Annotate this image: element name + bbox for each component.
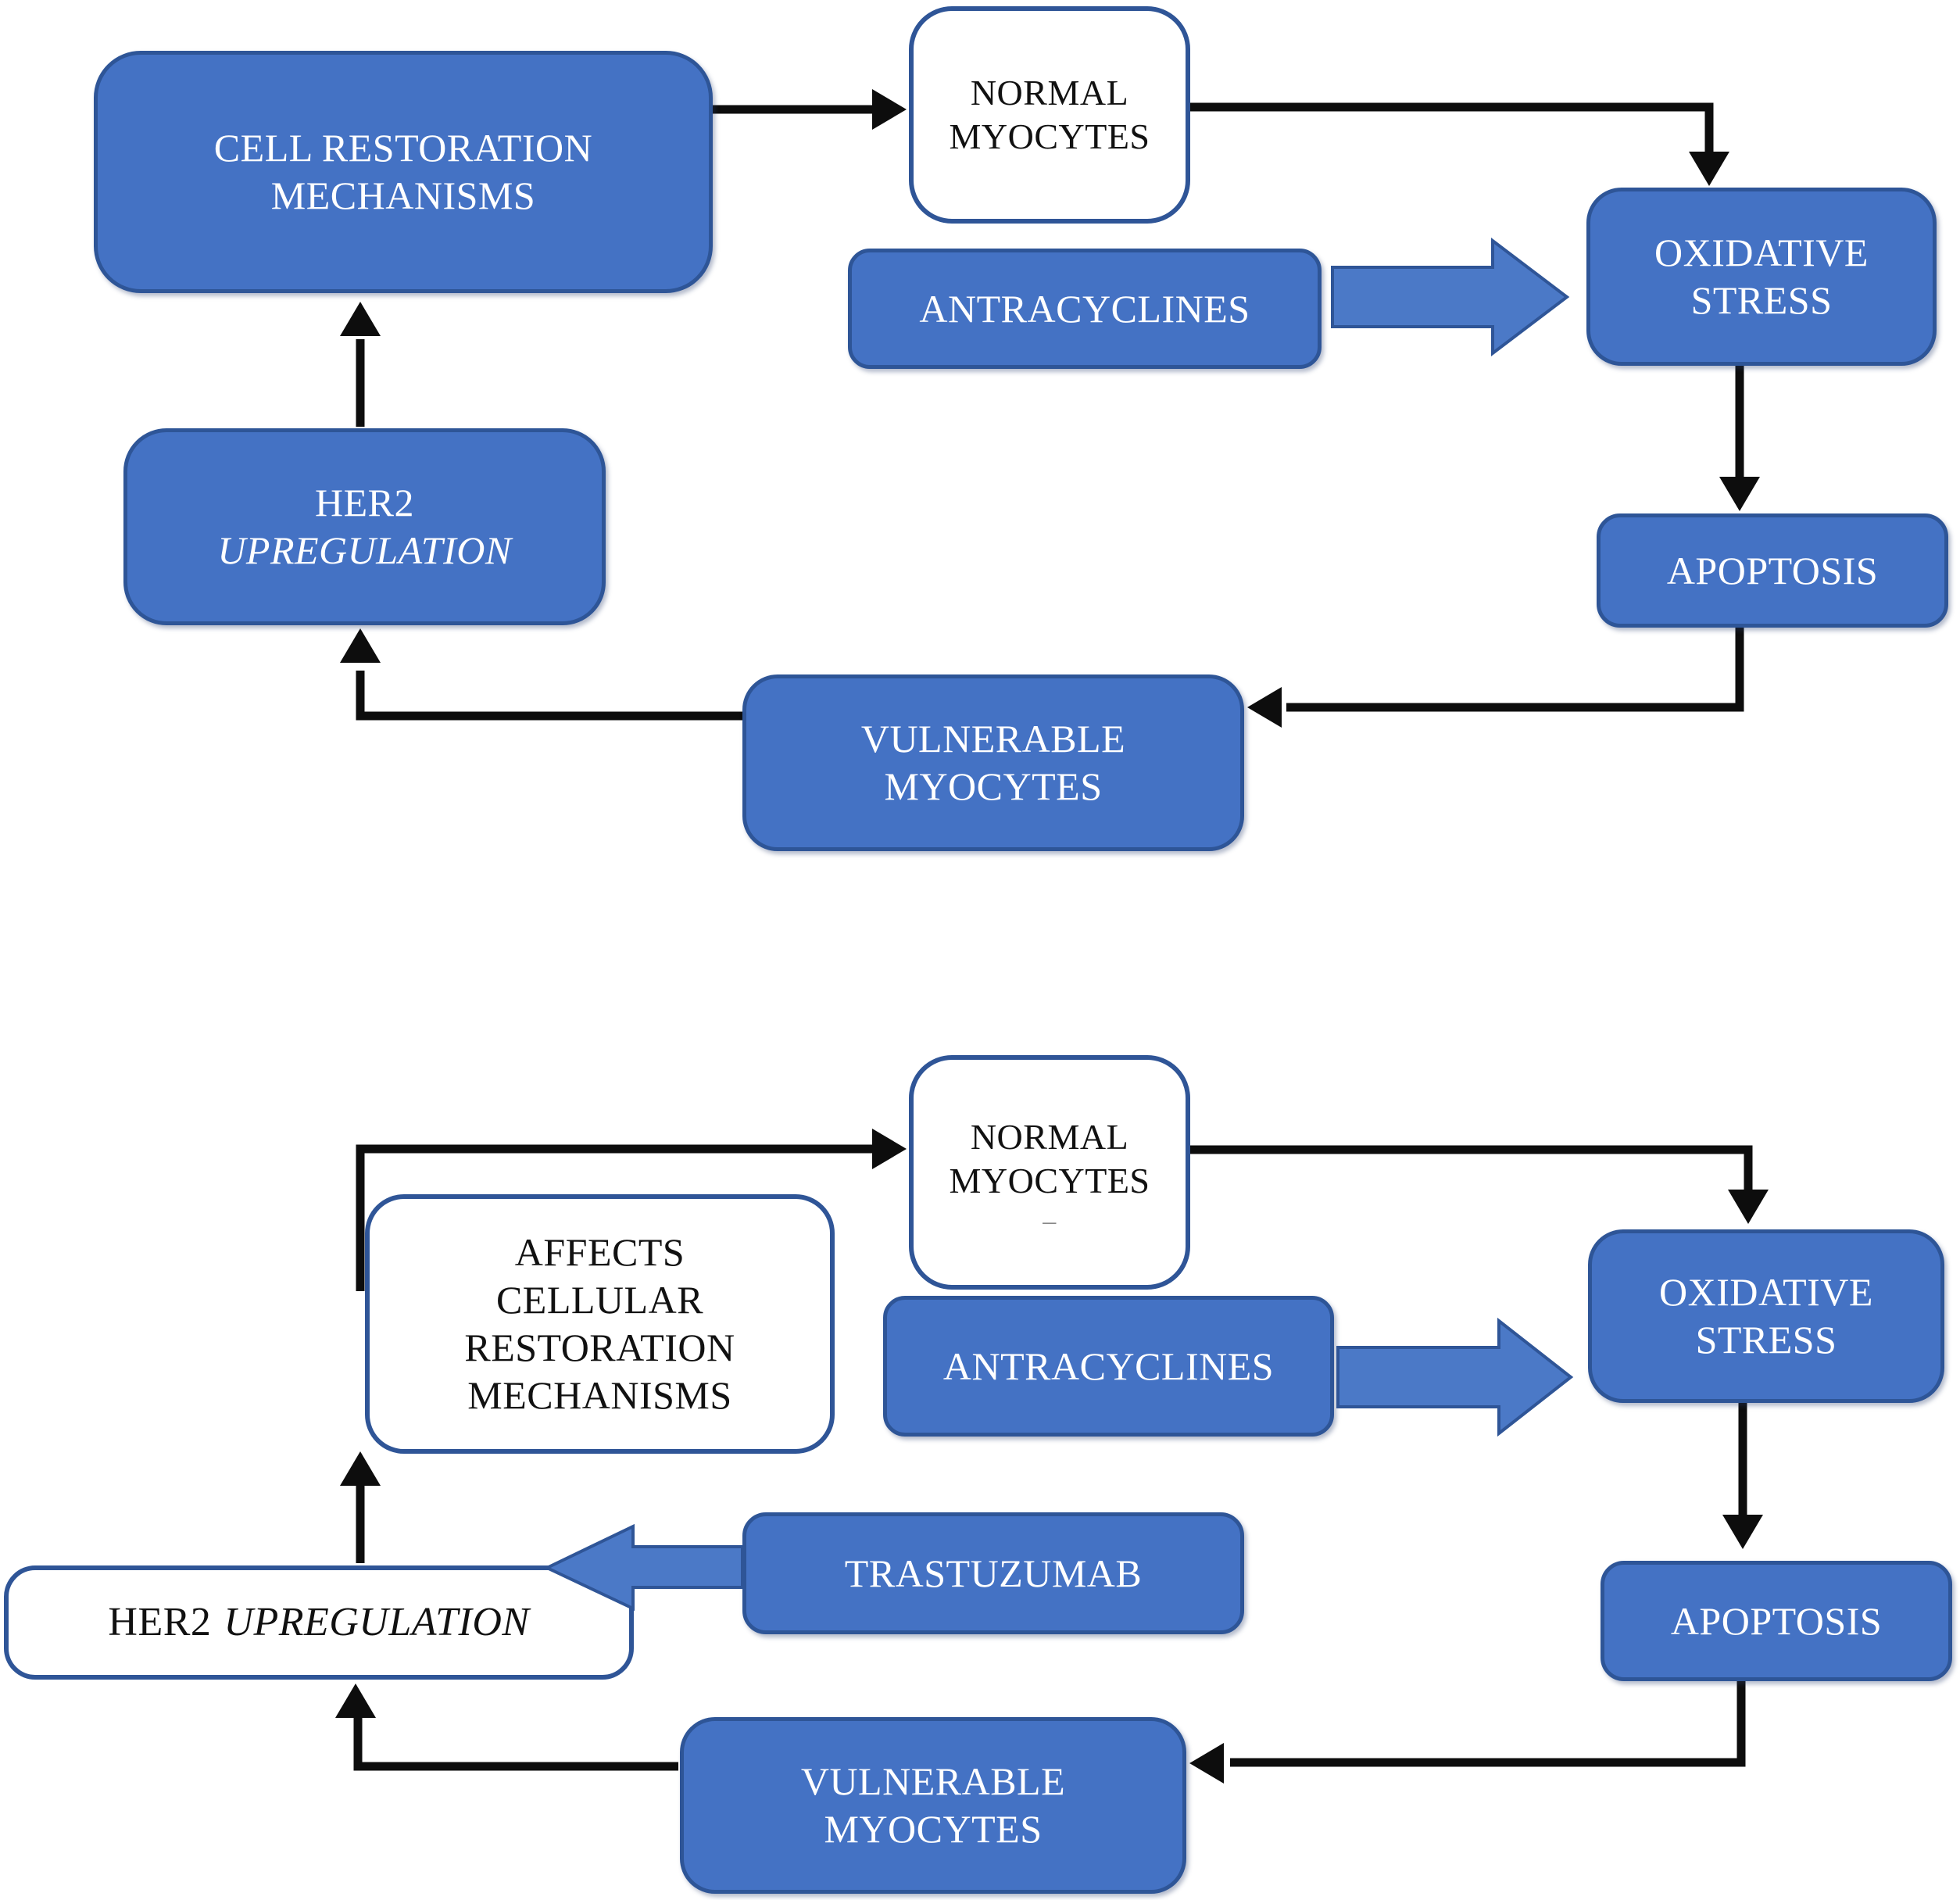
box-label: MYOCYTES	[949, 116, 1150, 156]
box-vulnerable-myocytes-bottom: VULNERABLE MYOCYTES	[680, 1717, 1186, 1894]
connector-apoptosis-to-vulnerablemyocytes-2	[1230, 1680, 1746, 1767]
box-label: VULNERABLE	[800, 1759, 1066, 1803]
box-label: MECHANISMS	[467, 1373, 732, 1417]
connector-vulnerablemyocytes-to-her2	[356, 671, 742, 721]
box-label: MYOCYTES	[949, 1160, 1150, 1200]
box-label: OXIDATIVE	[1654, 231, 1869, 274]
box-trastuzumab: TRASTUZUMAB	[742, 1512, 1244, 1634]
box-label: RESTORATION	[464, 1326, 735, 1369]
arrowhead-left-into-vulnerable-myocytes-icon	[1247, 687, 1282, 728]
box-label: HER2	[108, 1600, 212, 1645]
box-label: VULNERABLE	[860, 717, 1126, 760]
box-label: CELL RESTORATION	[213, 126, 593, 170]
box-affects-cellular-restoration: AFFECTS CELLULAR RESTORATION MECHANISMS	[365, 1194, 835, 1454]
box-label: AFFECTS	[514, 1230, 685, 1274]
arrowhead-up-into-her2-2-icon	[335, 1684, 376, 1718]
box-oxidative-stress-top: OXIDATIVE STRESS	[1586, 188, 1937, 366]
box-label: APOPTOSIS	[1666, 548, 1879, 592]
box-apoptosis-top: APOPTOSIS	[1597, 513, 1948, 628]
box-oxidative-stress-bottom: OXIDATIVE STRESS	[1588, 1229, 1944, 1403]
box-label: ANTRACYCLINES	[919, 286, 1250, 331]
arrowhead-up-into-her2-icon	[340, 628, 381, 663]
box-normal-myocytes-bottom: NORMAL MYOCYTES –	[909, 1055, 1190, 1290]
box-label-italic: UPREGULATION	[217, 528, 512, 572]
connector-vulnerablemyocytes-to-her2-2	[353, 1716, 678, 1771]
connector-normalmyocytes-to-oxidativestress-2	[1189, 1145, 1753, 1191]
box-vulnerable-myocytes-top: VULNERABLE MYOCYTES	[742, 674, 1244, 851]
connector-normalmyocytes-to-oxidativestress	[1190, 102, 1714, 155]
arrowhead-down-into-apoptosis-2-icon	[1722, 1515, 1763, 1549]
box-label: STRESS	[1695, 1318, 1837, 1361]
arrowhead-right-into-normal-myocytes-icon	[872, 89, 907, 130]
arrowhead-down-into-oxidative-stress-2-icon	[1728, 1190, 1769, 1224]
box-normal-myocytes-top: NORMAL MYOCYTES	[909, 6, 1190, 224]
box-label: CELLULAR	[495, 1278, 704, 1322]
box-label: ANTRACYCLINES	[942, 1344, 1275, 1388]
box-label: HER2	[315, 481, 414, 524]
arrowhead-down-into-oxidative-stress-icon	[1689, 152, 1729, 186]
box-label: MYOCYTES	[824, 1807, 1043, 1851]
arrowhead-down-into-apoptosis-icon	[1719, 477, 1760, 511]
box-label: MYOCYTES	[884, 764, 1103, 808]
arrowhead-left-into-vulnerable-myocytes-2-icon	[1189, 1743, 1224, 1784]
box-label: NORMAL	[970, 1116, 1129, 1157]
box-label-italic: UPREGULATION	[224, 1600, 530, 1645]
box-her2-upregulation-bottom: HER2 UPREGULATION	[4, 1565, 634, 1680]
box-her2-upregulation-top: HER2 UPREGULATION	[123, 428, 606, 625]
box-label: TRASTUZUMAB	[844, 1551, 1143, 1595]
connector-affects-to-normalmyocytes	[356, 1144, 875, 1291]
box-apoptosis-bottom: APOPTOSIS	[1601, 1561, 1952, 1681]
box-label: STRESS	[1690, 278, 1833, 322]
box-cell-restoration-mechanisms: CELL RESTORATION MECHANISMS	[94, 51, 713, 293]
stray-dash-mark: –	[1043, 1206, 1057, 1236]
box-antracyclines-top: ANTRACYCLINES	[848, 249, 1322, 369]
box-label: OXIDATIVE	[1659, 1270, 1873, 1314]
box-label: NORMAL	[970, 72, 1129, 113]
box-label: MECHANISMS	[270, 174, 536, 217]
arrowhead-up-into-affects-box-icon	[340, 1451, 381, 1486]
box-label: APOPTOSIS	[1670, 1598, 1883, 1643]
arrowhead-up-into-cell-restoration-icon	[340, 302, 381, 336]
arrowhead-right-into-normal-myocytes-2-icon	[872, 1129, 907, 1169]
connector-apoptosis-to-vulnerablemyocytes	[1286, 625, 1744, 712]
box-antracyclines-bottom: ANTRACYCLINES	[883, 1296, 1334, 1437]
